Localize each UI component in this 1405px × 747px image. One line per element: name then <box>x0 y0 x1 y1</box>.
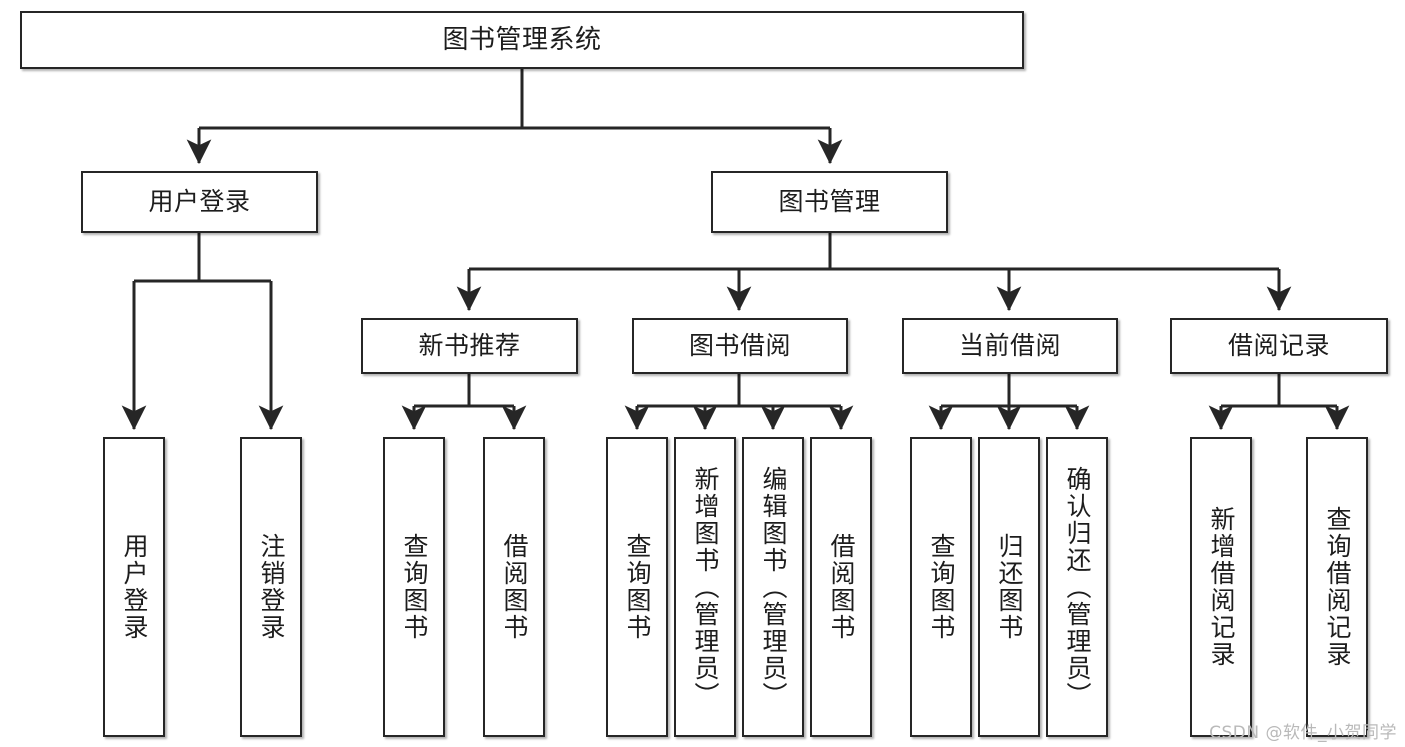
node-book-borrow[interactable]: 图书借阅 <box>632 318 848 374</box>
node-label: 当前借阅 <box>958 331 1061 361</box>
node-current-borrow[interactable]: 当前借阅 <box>902 318 1118 374</box>
node-leaf-query-book-1[interactable]: 查询图书 <box>383 437 445 737</box>
node-leaf-add-book[interactable]: 新增图书（管理员） <box>674 437 736 737</box>
node-leaf-add-record[interactable]: 新增借阅记录 <box>1190 437 1252 737</box>
csdn-watermark: CSDN @软件_小贺同学 <box>1209 723 1397 743</box>
node-book-manage[interactable]: 图书管理 <box>711 171 948 233</box>
node-label: 查询图书 <box>927 533 956 641</box>
node-label: 图书管理 <box>778 187 881 217</box>
node-label: 用户登录 <box>120 533 149 641</box>
node-leaf-query-record[interactable]: 查询借阅记录 <box>1306 437 1368 737</box>
node-label: 查询图书 <box>400 533 429 641</box>
node-label: 图书管理系统 <box>442 24 602 55</box>
node-label: 借阅记录 <box>1227 331 1330 361</box>
node-leaf-query-book-2[interactable]: 查询图书 <box>606 437 668 737</box>
node-label: 用户登录 <box>148 187 251 217</box>
node-label: 新增借阅记录 <box>1207 506 1236 668</box>
node-leaf-confirm-return[interactable]: 确认归还（管理员） <box>1046 437 1108 737</box>
node-new-book-recommend[interactable]: 新书推荐 <box>361 318 578 374</box>
node-leaf-borrow-book-2[interactable]: 借阅图书 <box>810 437 872 737</box>
node-label: 新书推荐 <box>418 331 521 361</box>
node-label: 注销登录 <box>257 533 286 641</box>
node-label: 查询借阅记录 <box>1323 506 1352 668</box>
node-leaf-user-login[interactable]: 用户登录 <box>103 437 165 737</box>
node-label: 新增图书（管理员） <box>691 465 720 709</box>
node-leaf-borrow-book-1[interactable]: 借阅图书 <box>483 437 545 737</box>
node-label: 查询图书 <box>623 533 652 641</box>
node-label: 确认归还（管理员） <box>1063 465 1092 709</box>
node-root-book-management-system[interactable]: 图书管理系统 <box>20 11 1024 69</box>
node-label: 借阅图书 <box>827 533 856 641</box>
node-label: 图书借阅 <box>688 331 791 361</box>
node-label: 编辑图书（管理员） <box>759 465 788 709</box>
node-borrow-record[interactable]: 借阅记录 <box>1170 318 1388 374</box>
node-leaf-query-book-3[interactable]: 查询图书 <box>910 437 972 737</box>
node-label: 借阅图书 <box>500 533 529 641</box>
node-user-login[interactable]: 用户登录 <box>81 171 318 233</box>
node-label: 归还图书 <box>995 533 1024 641</box>
node-leaf-return-book[interactable]: 归还图书 <box>978 437 1040 737</box>
node-leaf-logout-login[interactable]: 注销登录 <box>240 437 302 737</box>
node-leaf-edit-book[interactable]: 编辑图书（管理员） <box>742 437 804 737</box>
